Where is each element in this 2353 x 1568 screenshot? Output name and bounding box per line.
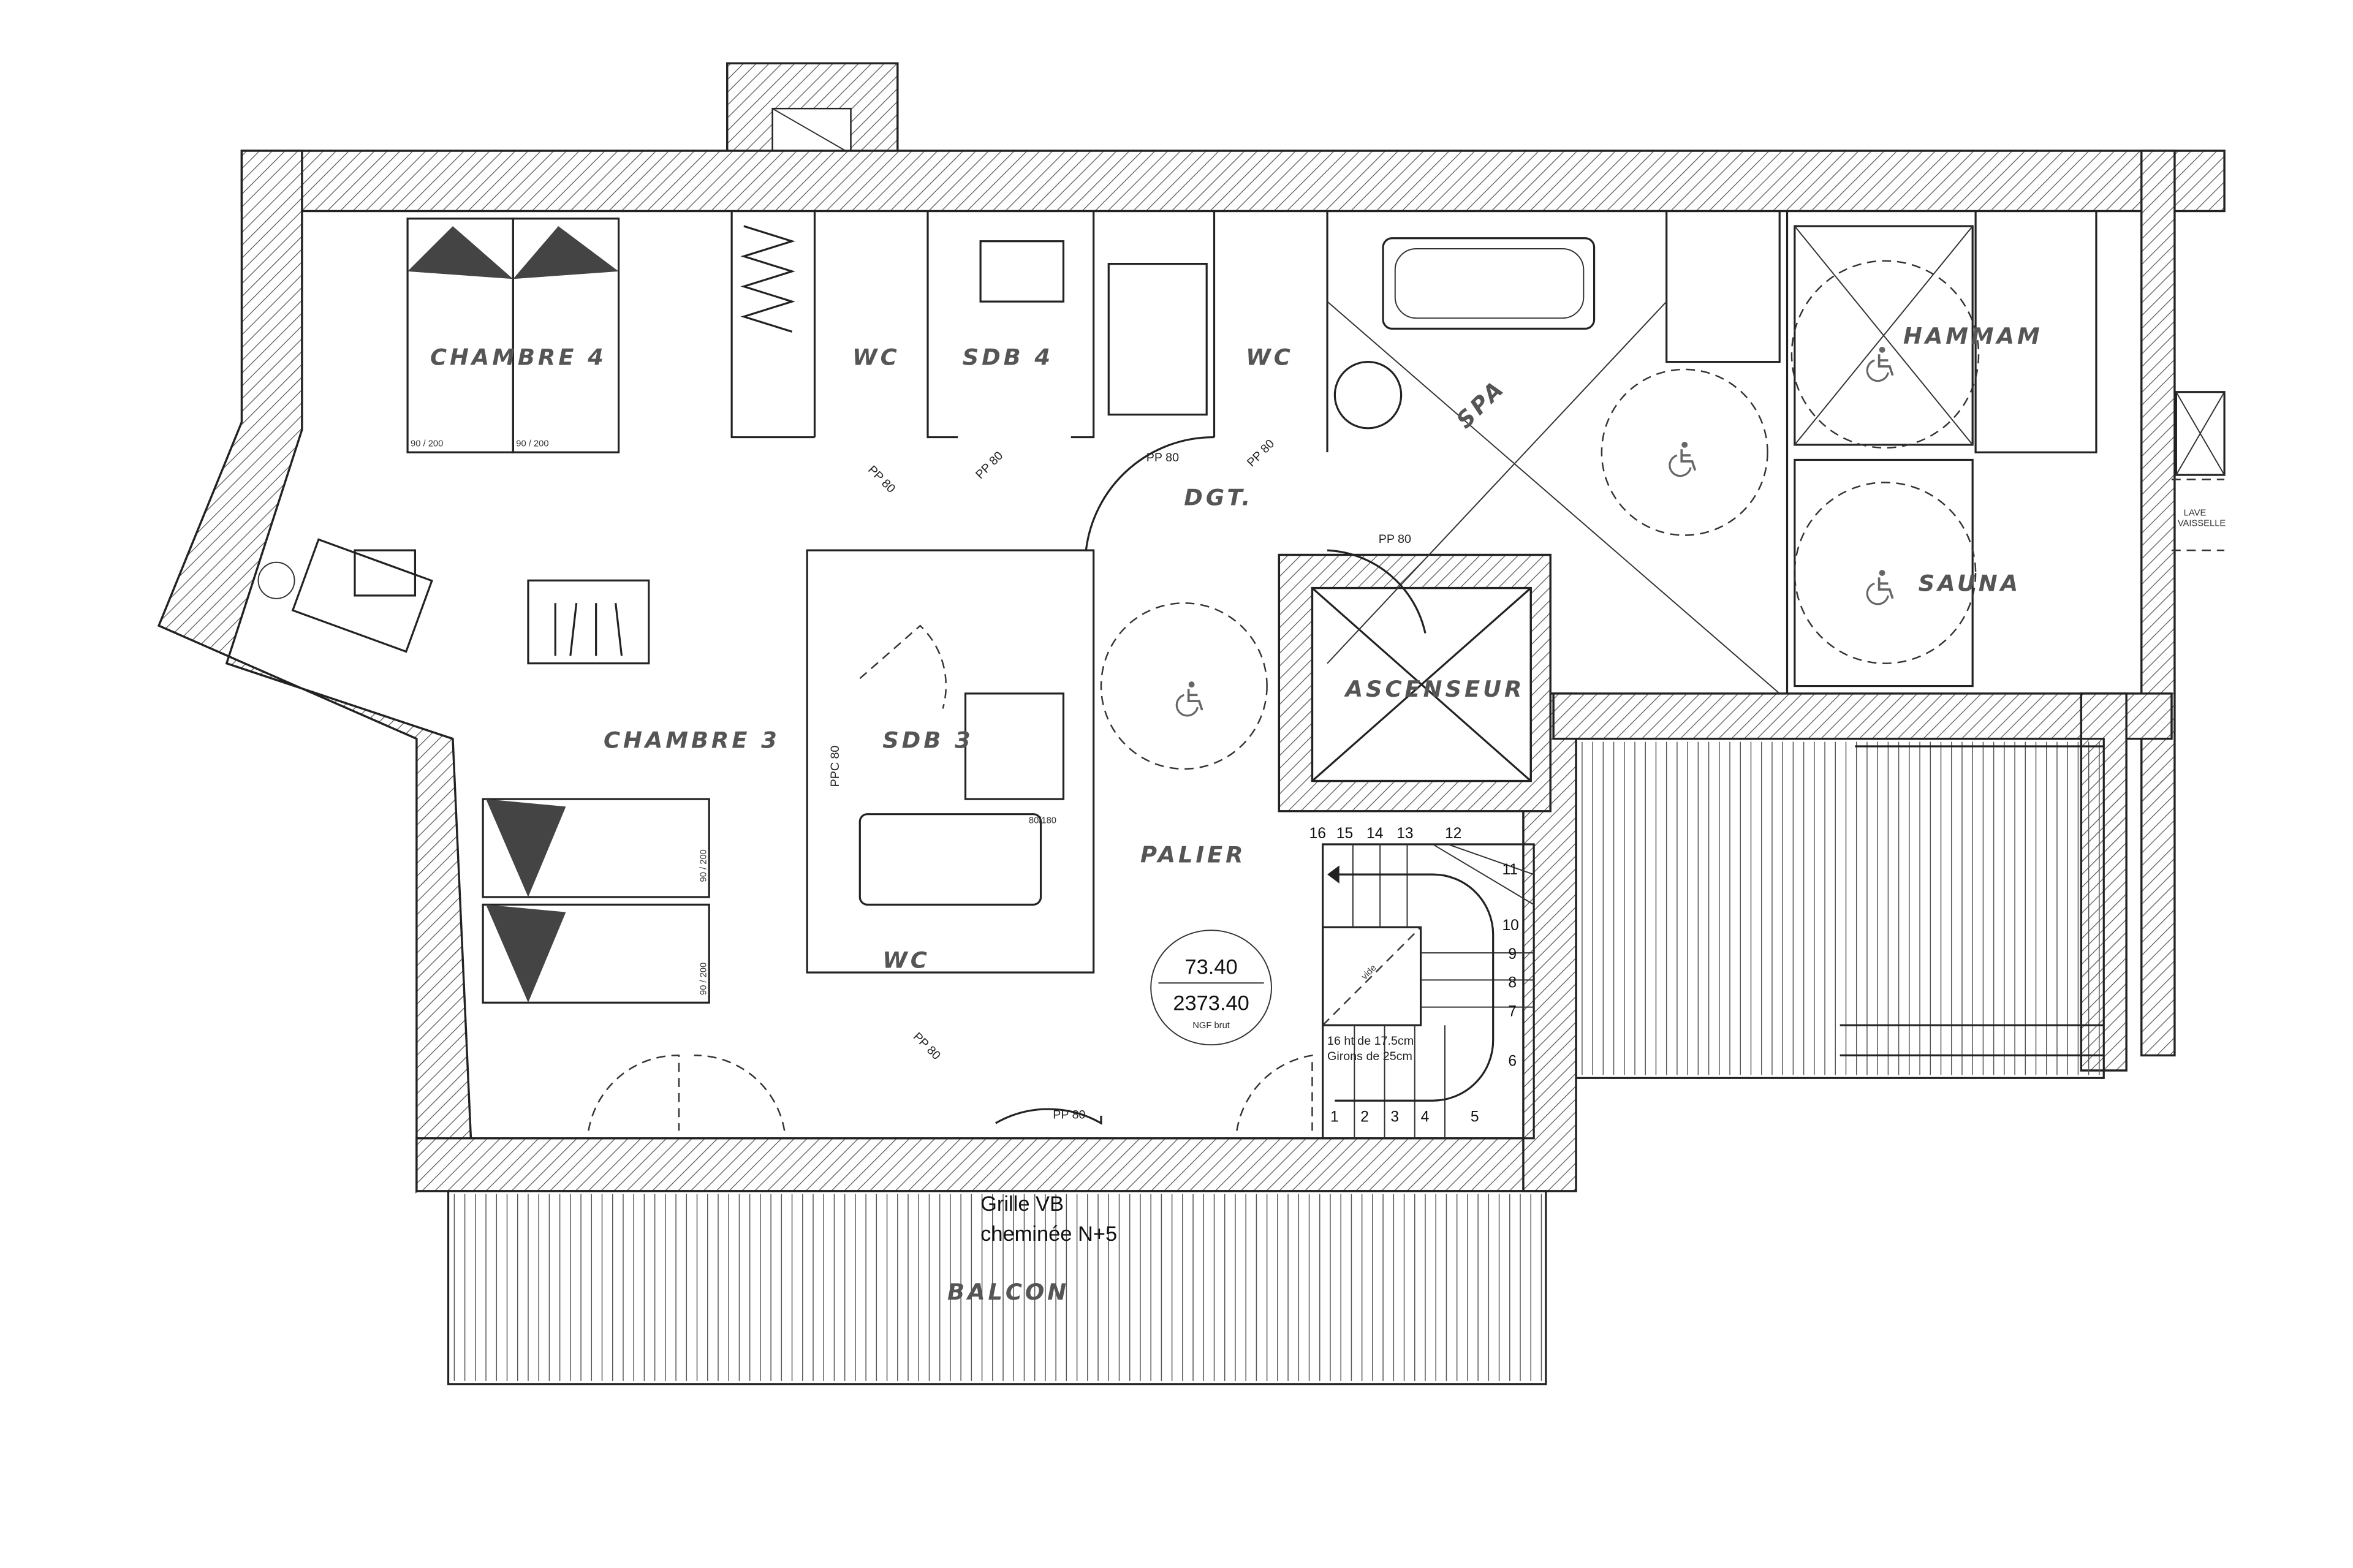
door-label: PP 80: [1053, 1108, 1085, 1122]
room-sdb-3: SDB 3: [882, 727, 973, 753]
stair-step: 15: [1336, 825, 1353, 842]
door-label: PP 80: [1245, 437, 1277, 469]
stair-step: 9: [1508, 946, 1517, 963]
staircase: vide 16 ht de 17.5cm Girons de 25cm 1 2 …: [1309, 825, 1535, 1140]
appliance-label: VAISSELLE: [2178, 519, 2226, 529]
wheelchair-icon: [1866, 569, 1894, 605]
appliance-label: LAVE: [2184, 509, 2207, 518]
bed-size: 90 / 200: [699, 849, 708, 882]
stair-step: 12: [1445, 825, 1461, 842]
bath-size: 80/180: [1029, 816, 1056, 825]
room-hammam: HAMMAM: [1903, 323, 2043, 349]
stair-step: 7: [1508, 1003, 1517, 1020]
stair-note: Girons de 25cm: [1327, 1050, 1412, 1063]
door-label: PP 80: [973, 449, 1006, 482]
appliance-dishwasher: LAVE VAISSELLE: [2171, 391, 2226, 551]
room-wc: WC: [882, 947, 930, 974]
room-chambre-4: CHAMBRE 4: [430, 344, 607, 370]
stair-step: 14: [1366, 825, 1383, 842]
door-swings: [588, 260, 1980, 1131]
stair-step: 10: [1502, 917, 1518, 934]
room-wc: WC: [1246, 344, 1294, 370]
chimney-note: cheminée N+5: [980, 1222, 1117, 1246]
bed-size: 90 / 200: [699, 963, 708, 995]
level-marker: 73.40 2373.40 NGF brut: [1150, 930, 1273, 1046]
door-label: PPC 80: [828, 746, 842, 787]
partitions: [257, 211, 2097, 974]
room-chambre-3: CHAMBRE 3: [604, 727, 780, 753]
beds: 90 / 200 90 / 200 90 / 200 90 / 200: [406, 218, 710, 1004]
room-ascenseur: ASCENSEUR: [1344, 676, 1525, 702]
door-label: PP 80: [1379, 532, 1411, 546]
stair-step: 11: [1502, 862, 1518, 878]
stair-void: vide: [1360, 963, 1378, 982]
level-absolute: 2373.40: [1173, 992, 1249, 1015]
stair-step: 2: [1360, 1109, 1369, 1126]
stair-note: 16 ht de 17.5cm: [1327, 1034, 1414, 1048]
wheelchair-icon: [1866, 346, 1894, 382]
stair-step: 5: [1471, 1109, 1479, 1126]
level-relative: 73.40: [1184, 956, 1237, 979]
door-label: PP 80: [865, 463, 898, 496]
room-wc: WC: [852, 344, 900, 370]
stair-step: 16: [1309, 825, 1326, 842]
room-sdb-4: SDB 4: [963, 344, 1053, 370]
level-ref: NGF brut: [1192, 1021, 1230, 1031]
wheelchair-icon: [1175, 680, 1203, 717]
bed-size: 90 / 200: [516, 439, 548, 449]
stair-step: 13: [1396, 825, 1413, 842]
room-balcon: BALCON: [947, 1279, 1069, 1305]
door-label: PP 80: [1146, 451, 1179, 464]
stair-step: 4: [1421, 1109, 1430, 1126]
outer-walls: [157, 62, 2226, 1194]
stair-step: 6: [1508, 1053, 1517, 1070]
room-dgt: DGT.: [1184, 484, 1253, 510]
stair-step: 1: [1330, 1109, 1339, 1126]
stair-step: 8: [1508, 975, 1517, 991]
stair-step: 3: [1390, 1109, 1399, 1126]
chimney-note: Grille VB: [980, 1192, 1064, 1216]
balcony: [447, 738, 2105, 1385]
room-palier: PALIER: [1140, 841, 1246, 868]
room-sauna: SAUNA: [1919, 570, 2021, 597]
door-label: PP 80: [911, 1030, 943, 1062]
room-spa: SPA: [1451, 374, 1510, 434]
bed-size: 90 / 200: [411, 439, 443, 449]
wheelchair-icon: [1669, 441, 1697, 477]
